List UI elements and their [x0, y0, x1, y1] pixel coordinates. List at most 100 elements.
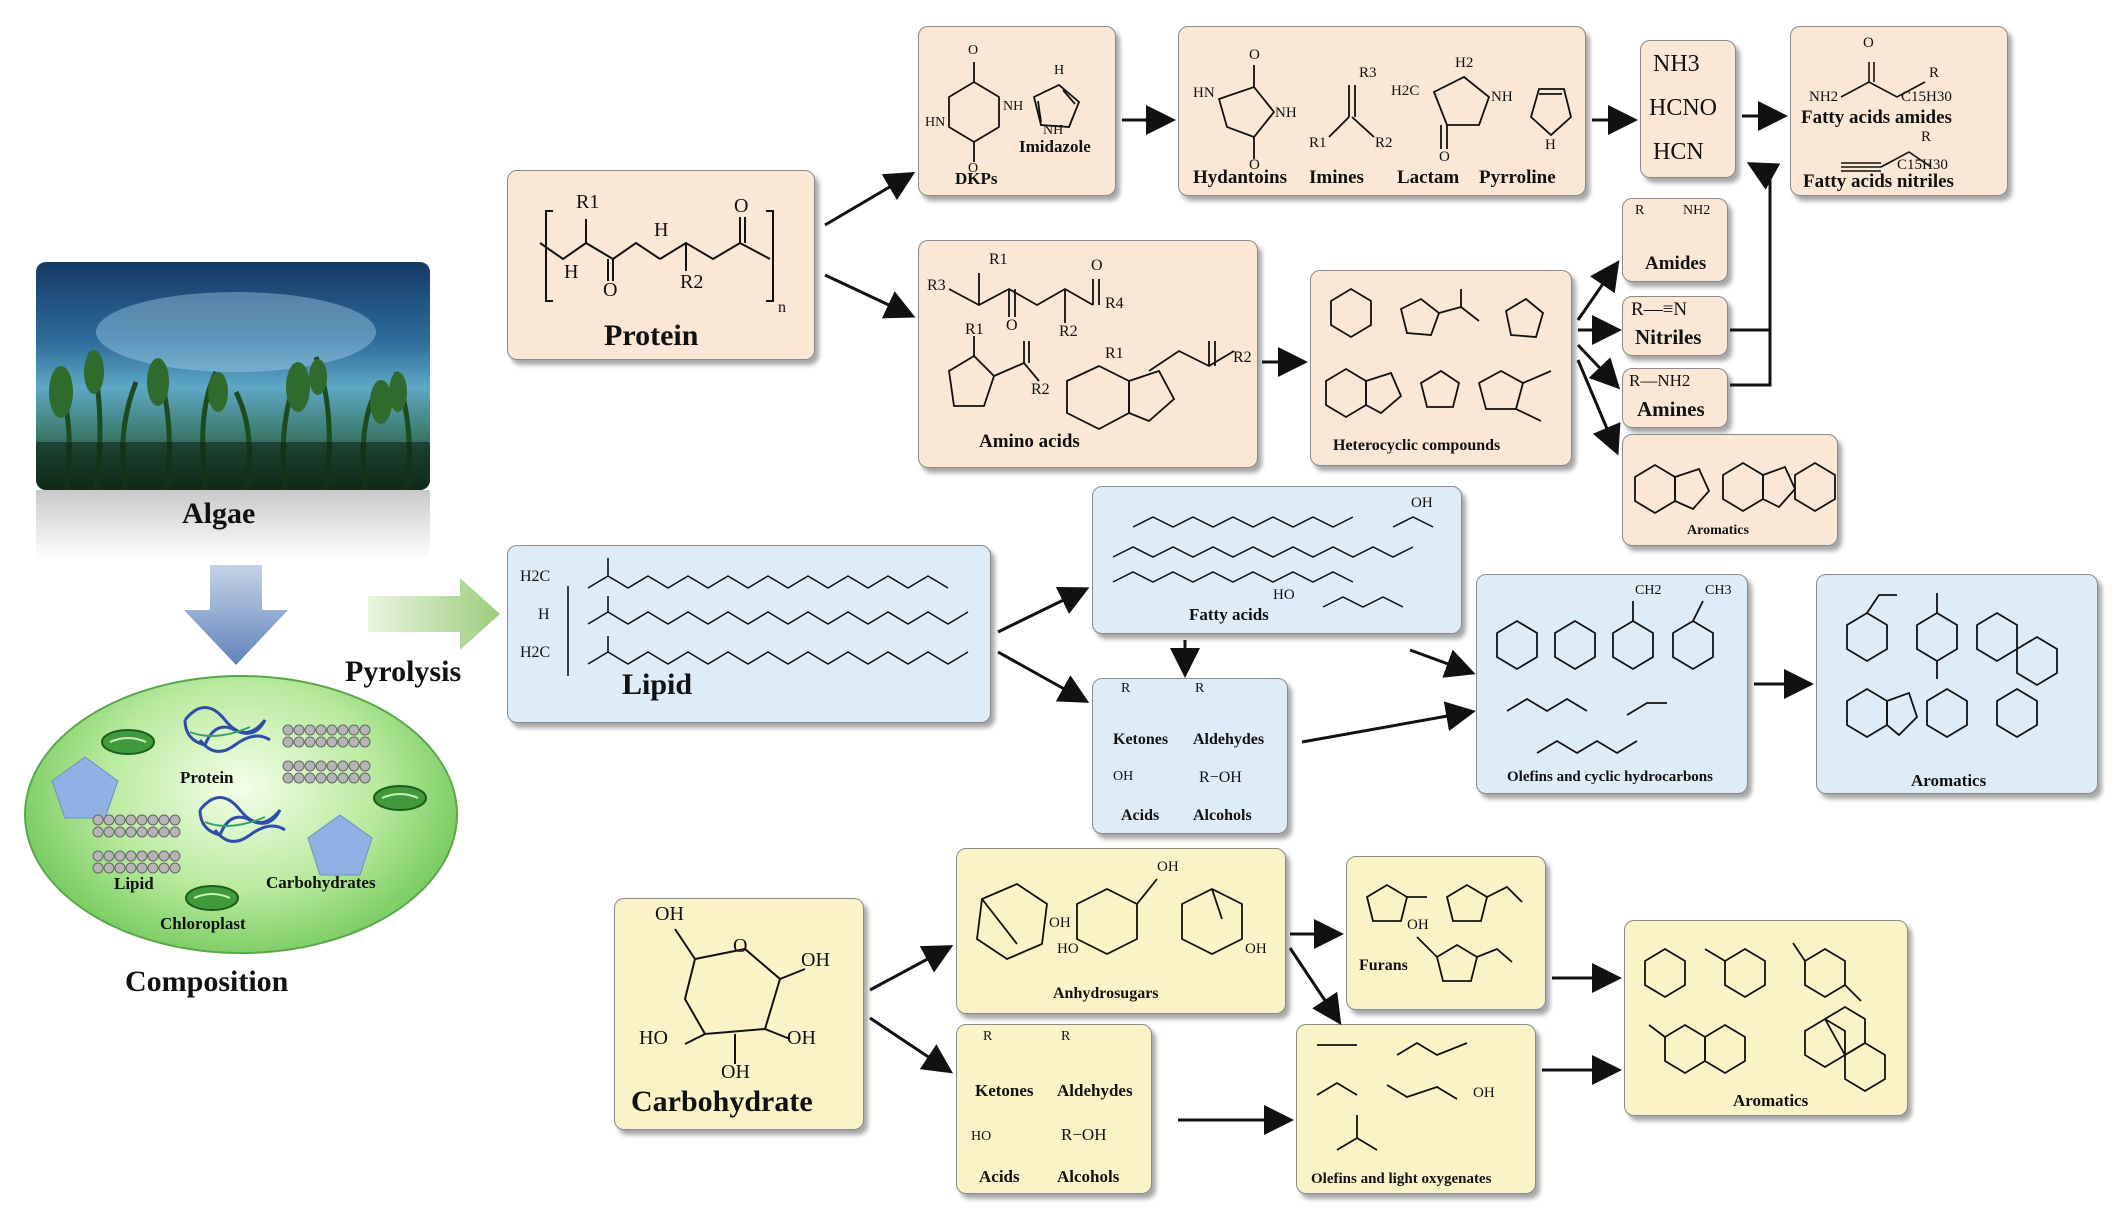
- algae-label: Algae: [182, 497, 256, 530]
- anh-oh-3: OH: [1245, 941, 1267, 957]
- lox-r-2: R: [1195, 681, 1205, 696]
- trp-r2: R2: [1233, 349, 1252, 366]
- fatty-nitriles-label: Fatty acids nitriles: [1803, 171, 1954, 192]
- carb-ketones: Ketones: [975, 1081, 1034, 1100]
- arrow-het-amides: [1576, 260, 1620, 321]
- amide-o: O: [1863, 35, 1874, 51]
- olight-oh: OH: [1473, 1085, 1495, 1101]
- aa-o-1: O: [1006, 317, 1018, 334]
- amino-acids-label: Amino acids: [979, 431, 1080, 452]
- fa-oh-top: OH: [1411, 495, 1433, 511]
- imidazole-label: Imidazole: [1019, 137, 1091, 156]
- protein-box: R1 H O H R2 O n Protein: [507, 170, 815, 360]
- lipid-ketones: Ketones: [1113, 731, 1169, 748]
- amides-r: R: [1635, 203, 1645, 218]
- anh-oh-1: OH: [1049, 915, 1071, 931]
- proline-r2: R2: [1031, 381, 1050, 398]
- olefins-light-label: Olefins and light oxygenates: [1311, 1171, 1492, 1187]
- arrow-protein-amino: [824, 273, 916, 319]
- gases-box: NH3 HCNO HCN: [1640, 40, 1736, 178]
- lipid-aldehydes: Aldehydes: [1193, 731, 1265, 748]
- proline-r1: R1: [965, 321, 984, 338]
- lactam-nh: NH: [1491, 89, 1513, 105]
- olefins-cyclic-label: Olefins and cyclic hydrocarbons: [1507, 769, 1713, 785]
- carbohydrate-label: Carbohydrate: [631, 1085, 813, 1118]
- dkp-nh: NH: [1003, 99, 1024, 114]
- anh-ho: HO: [1057, 941, 1079, 957]
- lipid-label: Lipid: [622, 668, 693, 701]
- arrow-fa-olef: [1409, 648, 1476, 678]
- protein-nh-1: H: [564, 261, 579, 283]
- cell-label-protein: Protein: [180, 768, 234, 787]
- fatty-amides-label: Fatty acids amides: [1801, 107, 1952, 128]
- protein-aromatics-box: Aromatics: [1622, 434, 1838, 546]
- anhydrosugars-label: Anhydrosugars: [1053, 985, 1159, 1002]
- trp-r1: R1: [1105, 345, 1124, 362]
- protein-o-1: O: [603, 279, 618, 301]
- amide-c15h30: C15H30: [1901, 89, 1952, 105]
- carb-aromatics-box: Aromatics: [1624, 920, 1908, 1116]
- olefins-cyclic-box: CH2 CH3 Olefins and cyclic hydrocarbons: [1476, 574, 1748, 794]
- furans-box: OH Furans: [1346, 856, 1546, 1010]
- lox-r-oh: R−OH: [1199, 769, 1242, 786]
- arrow-carb-ox: [869, 1016, 953, 1074]
- fatty-acids-box: OH HO Fatty acids: [1092, 486, 1462, 634]
- lipid-h2c-bottom: H2C: [520, 644, 551, 661]
- pyrroline-label: Pyrroline: [1479, 167, 1556, 188]
- lipid-acids: Acids: [1121, 807, 1160, 824]
- pyrolysis-label: Pyrolysis: [345, 655, 462, 688]
- lactam-label: Lactam: [1397, 167, 1460, 188]
- amide-r: R: [1929, 65, 1940, 81]
- arrow-ox-olef: [1301, 701, 1476, 744]
- dkps-label: DKPs: [955, 169, 998, 188]
- composition-title: Composition: [125, 965, 289, 998]
- arrow-het-aromatics: [1576, 359, 1621, 456]
- carb-alcohols: Alcohols: [1057, 1167, 1120, 1186]
- arrow-lipid-ox: [997, 650, 1090, 703]
- amide-nh2: NH2: [1809, 89, 1839, 105]
- amines-box: R—NH2 Amines: [1622, 368, 1728, 428]
- aa-r2: R2: [1059, 323, 1078, 340]
- heterocyclic-box: Heterocyclic compounds: [1310, 270, 1572, 466]
- hydantoin-o-bottom: O: [1249, 157, 1260, 173]
- lipid-aromatics-label: Aromatics: [1911, 771, 1987, 790]
- lactam-o: O: [1439, 149, 1450, 165]
- amides-label: Amides: [1645, 253, 1707, 274]
- furan-oh: OH: [1407, 917, 1429, 933]
- arrow-lipid-fa: [997, 587, 1090, 634]
- nitrile-r: R: [1921, 129, 1932, 145]
- lipid-box: H2C H H2C Lipid: [507, 545, 991, 723]
- lox-oh: OH: [1113, 769, 1134, 784]
- down-arrow: [184, 565, 288, 665]
- gas-hcn: HCN: [1653, 139, 1704, 165]
- nitriles-formula: R—≡N: [1631, 299, 1688, 320]
- pyrolysis-arrow: [368, 578, 500, 650]
- lipid-hc: H: [538, 606, 550, 623]
- glc-o: O: [733, 935, 748, 957]
- protein-aromatics-label: Aromatics: [1687, 523, 1749, 538]
- imine-r1: R1: [1309, 135, 1327, 151]
- carb-acids: Acids: [979, 1167, 1020, 1186]
- imine-r2: R2: [1375, 135, 1393, 151]
- nitriles-label: Nitriles: [1635, 325, 1702, 349]
- aa-r4: R4: [1105, 295, 1124, 312]
- olefins-light-box: OH Olefins and light oxygenates: [1296, 1024, 1536, 1194]
- lox-r-1: R: [1121, 681, 1131, 696]
- protein-nh-2: H: [654, 219, 669, 241]
- cox-r-2: R: [1061, 1029, 1071, 1044]
- carb-aldehydes: Aldehydes: [1057, 1081, 1133, 1100]
- glc-oh-top: OH: [655, 903, 684, 925]
- glc-oh-mid: OH: [787, 1027, 816, 1049]
- arrow-protein-dkps: [824, 171, 916, 227]
- nitrile-c15h30: C15H30: [1897, 157, 1948, 173]
- glc-oh-bottom: OH: [721, 1061, 750, 1083]
- pyrroline-n: H: [1545, 137, 1556, 153]
- furans-label: Furans: [1359, 957, 1408, 974]
- glc-oh-right: OH: [801, 949, 830, 971]
- cell-label-carbohydrates: Carbohydrates: [266, 873, 376, 892]
- carb-oxygenates-box: R R Ketones Aldehydes HO R−OH Acids Alco…: [956, 1024, 1152, 1194]
- olef-ch2: CH2: [1635, 583, 1662, 598]
- algae-cell: [24, 675, 458, 954]
- gas-nh3: NH3: [1653, 51, 1700, 77]
- hydantoin-o-top: O: [1249, 47, 1260, 63]
